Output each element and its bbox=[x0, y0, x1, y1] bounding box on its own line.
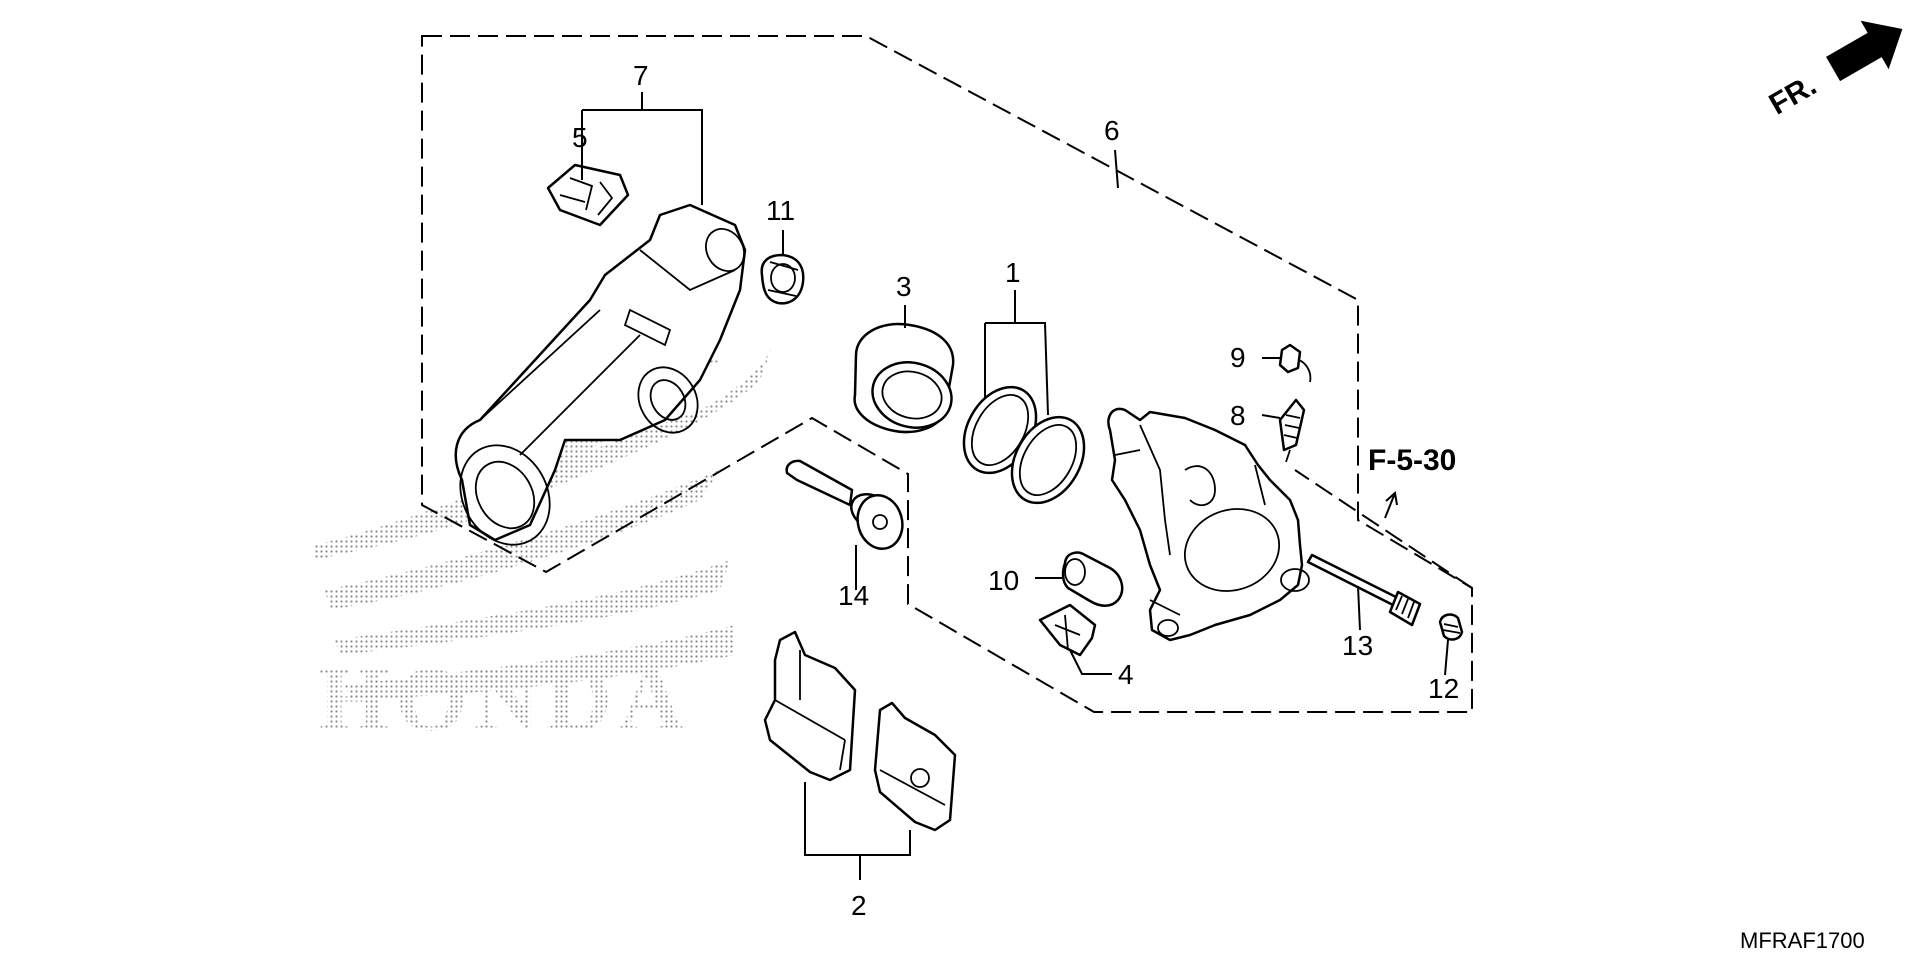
slide-pin-part-14 bbox=[785, 459, 904, 550]
callout-10: 10 bbox=[988, 565, 1019, 596]
callout-11: 11 bbox=[766, 195, 795, 226]
caliper-body-part-6 bbox=[1107, 407, 1310, 642]
brake-pads-part-2 bbox=[763, 630, 957, 832]
pad-pin-part-13 bbox=[1306, 553, 1422, 627]
callout-14: 14 bbox=[838, 580, 869, 611]
callout-9: 9 bbox=[1230, 342, 1246, 373]
callout-2: 2 bbox=[851, 890, 867, 921]
callout-12: 12 bbox=[1428, 673, 1459, 704]
callout-4: 4 bbox=[1118, 659, 1134, 690]
callout-3: 3 bbox=[896, 271, 912, 302]
front-direction-label: FR. bbox=[1764, 69, 1822, 122]
callout-6: 6 bbox=[1104, 115, 1120, 146]
callout-8: 8 bbox=[1230, 400, 1246, 431]
caliper-assembly-dashed-outline bbox=[421, 35, 1473, 713]
front-direction-indicator: FR. bbox=[1764, 20, 1903, 122]
boot-part-11 bbox=[760, 253, 805, 305]
plug-part-12 bbox=[1438, 613, 1464, 641]
pad-spring-part-5 bbox=[546, 163, 630, 227]
leader-lines bbox=[581, 92, 1449, 880]
callout-7: 7 bbox=[633, 60, 649, 91]
slide-pin-part-10 bbox=[1061, 551, 1124, 607]
reference-link-f-5-30[interactable]: F-5-30 bbox=[1368, 444, 1456, 477]
pin-group-dashed-outline bbox=[1294, 469, 1473, 589]
caliper-bracket-part-7 bbox=[454, 203, 747, 546]
bleeder-screw-part-8 bbox=[1278, 398, 1306, 463]
front-arrow-icon bbox=[1826, 20, 1903, 82]
honda-logo-text: HONDA bbox=[318, 648, 690, 750]
piston-part-3 bbox=[853, 322, 955, 434]
callout-13: 13 bbox=[1342, 630, 1373, 661]
callout-5: 5 bbox=[572, 122, 588, 153]
bleeder-cap-part-9 bbox=[1278, 343, 1312, 383]
retainer-part-4 bbox=[1038, 603, 1097, 657]
callout-1: 1 bbox=[1005, 257, 1021, 288]
piston-seals-part-1 bbox=[962, 385, 1086, 505]
diagram-code: MFRAF1700 bbox=[1740, 928, 1865, 953]
